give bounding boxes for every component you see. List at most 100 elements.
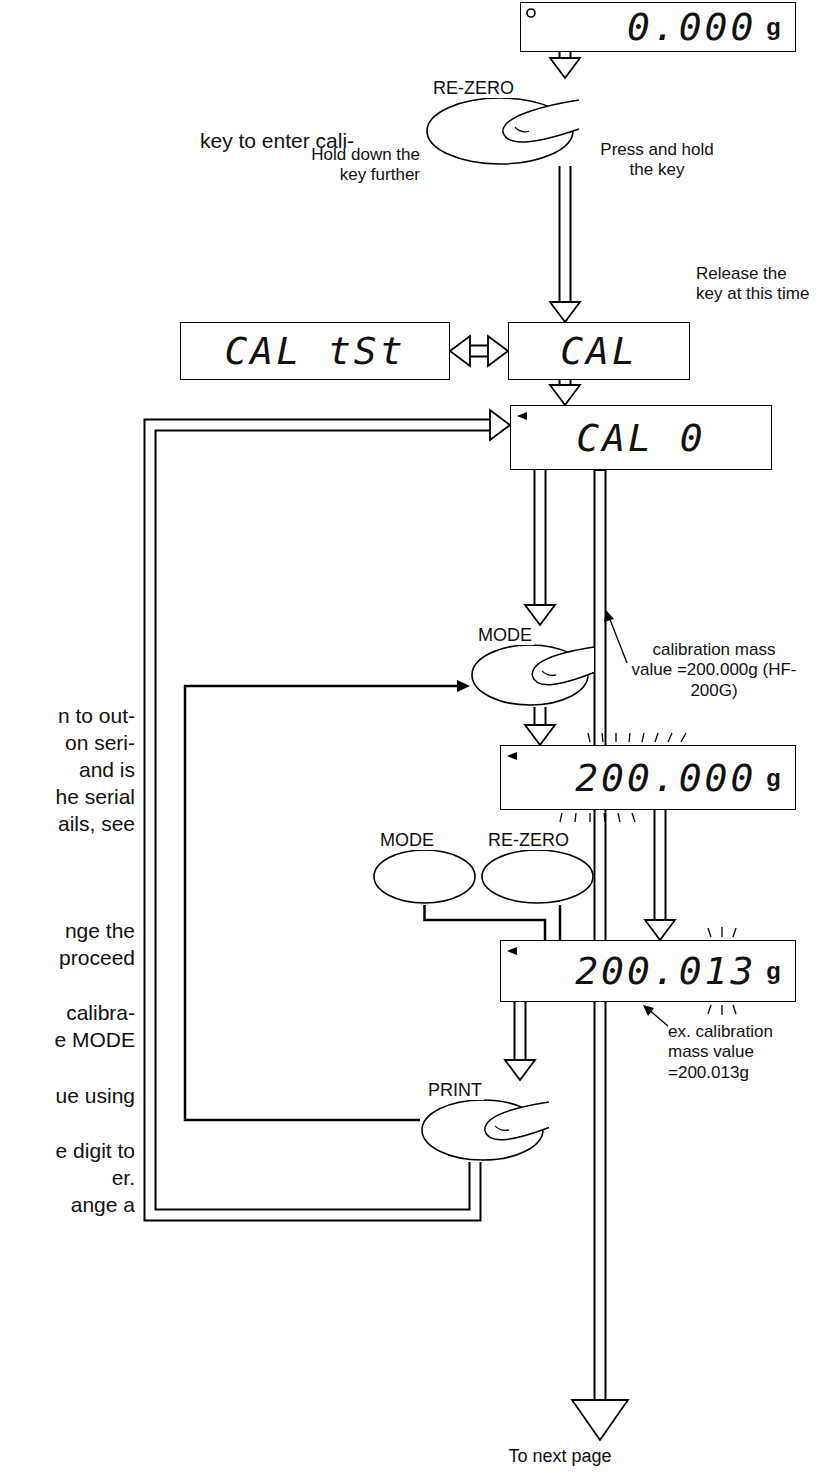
fingernail [515,127,529,132]
key-button: MODE [470,625,590,707]
arrow-shaft-outline [534,470,547,605]
arrow-shaft-outline [559,166,572,302]
fingernail [495,1126,509,1131]
display-readout: 200.013 [575,949,756,993]
lcd-display: 200.000 g [500,745,796,810]
key-label: RE-ZERO [486,830,571,850]
display-indicator [525,7,539,19]
arrow-shaft-fill [536,707,545,725]
hollow-arrow [150,410,510,1215]
key-button: RE-ZERO [480,830,595,905]
arrow-head [525,725,555,745]
instruction-note: Release the key at this time [696,264,811,305]
body-text-fragment: and is [2,757,135,782]
arrow-head [525,605,555,625]
arrow-head [457,680,470,692]
finger-illustration [503,100,579,142]
arrow-shaft-outline [534,707,547,725]
callout-note: calibration mass value =200.000g (HF-200… [630,640,798,701]
body-text-fragment: er. [2,1165,135,1190]
display-indicator [505,945,519,957]
hollow-arrow [525,470,555,625]
hollow-arrow [505,1002,535,1080]
body-text-fragment: e MODE [2,1027,135,1052]
body-text-fragment: e digit to [2,1138,135,1163]
key-label: MODE [476,625,534,645]
arrow-shaft-fill [536,470,545,605]
body-text-fragment: he serial [2,784,135,809]
arrow-shaft-fill [656,810,665,920]
body-text-fragment: ue using [2,1083,135,1108]
arrow-shaft-fill [470,347,488,356]
callout-note: ex. calibration mass value =200.013g [668,1022,813,1083]
key-button: MODE [372,830,477,905]
key-ellipse [374,850,475,903]
unit-symbol: g [766,957,781,985]
arrow-shaft-outline [150,425,490,1215]
key-label: MODE [378,830,436,850]
hollow-arrow [645,810,675,940]
finger-illustration [532,647,594,685]
arrow-shaft-outline [514,1002,527,1060]
body-text-fragment: calibra- [2,1000,135,1025]
display-readout: CAL tSt [224,329,405,373]
arrow-head [490,410,510,440]
hollow-arrow [550,380,580,405]
continuation-note: To next page [470,1446,650,1468]
hollow-arrow [450,336,508,366]
next-page-head [572,1400,628,1440]
arrow-head [450,336,470,366]
hollow-arrow [550,52,580,78]
hollow-arrow [525,707,555,745]
unit-symbol: g [766,764,781,792]
unit-symbol: g [766,13,781,41]
body-text-fragment: key to enter cali- [200,128,410,153]
leader-head [643,1005,654,1016]
arrow-head [550,302,580,322]
body-text-fragment: proceed [2,945,135,970]
key-label: RE-ZERO [431,78,516,98]
next-page-shaft [594,470,607,1400]
indicator-triangle [507,947,517,955]
display-indicator [505,750,519,762]
leader-head [604,610,614,622]
body-text-fragment: nge the [2,918,135,943]
body-text-fragment: on seri- [2,730,135,755]
lcd-display: CAL 0 [510,405,772,470]
body-text-fragment: ails, see [2,811,135,836]
indicator-triangle [517,412,527,420]
arrow-head [550,58,580,78]
indicator-triangle [507,752,517,760]
display-readout: 200.000 [575,756,756,800]
lcd-display: CAL [508,322,690,380]
lcd-display: 200.013 g [500,940,796,1002]
body-text-fragment: n to out- [2,703,135,728]
arrow-shaft-outline [654,810,667,920]
display-readout: CAL [560,329,638,373]
key-button: RE-ZERO [425,78,575,166]
hollow-arrow [550,166,580,322]
connector-line [559,905,562,940]
thin-connector [560,905,561,940]
key-ellipse [482,850,593,903]
arrow-shaft-fill [516,1002,525,1060]
key-button: PRINT [420,1080,545,1162]
arrow-shaft-fill [561,166,570,302]
lcd-display: 0.000 g [520,2,796,52]
body-text-fragment: ange a [2,1192,135,1217]
arrow-shaft-fill [150,425,490,1215]
display-readout: 0.000 [627,5,756,49]
finger-illustration [485,1102,549,1140]
lcd-display: CAL tSt [180,322,450,380]
display-readout: CAL 0 [576,416,705,460]
thin-connector [425,905,546,940]
connector-line [425,905,546,940]
leader-line [609,617,627,663]
arrow-head [505,1060,535,1080]
key-label: PRINT [426,1080,484,1100]
arrow-head [550,385,580,405]
instruction-note: Press and hold the key [598,140,716,181]
arrow-head [645,920,675,940]
arrow-head [488,336,508,366]
